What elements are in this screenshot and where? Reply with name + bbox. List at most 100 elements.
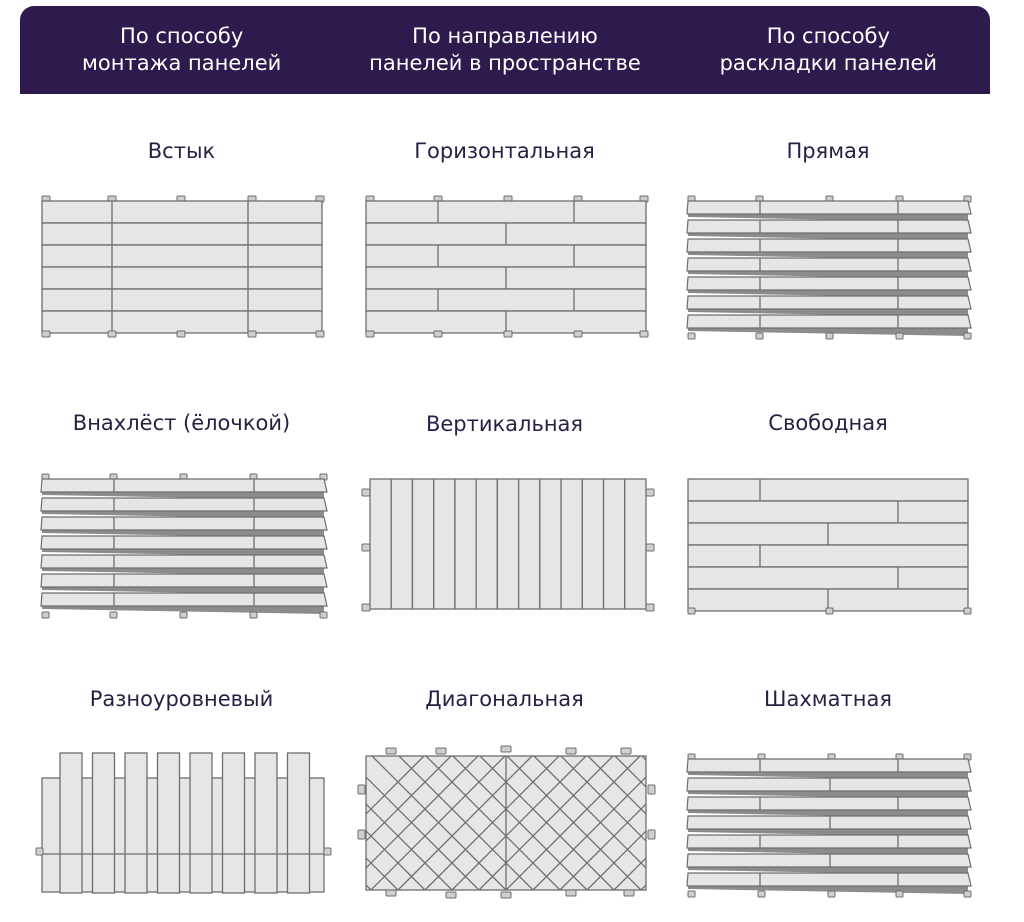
diagonal-joint-right	[366, 756, 452, 842]
diagonal-joint-right	[451, 756, 587, 890]
header-layout-line1: По способу	[766, 24, 890, 48]
front-board	[189, 752, 213, 894]
mounting-clip	[827, 890, 836, 898]
diagonal-joint-left	[425, 756, 561, 890]
panel-board	[40, 478, 328, 493]
panel-board	[686, 834, 972, 849]
panel-board	[687, 566, 969, 590]
overlap-pattern-illustration	[40, 473, 328, 619]
mounting-clip	[357, 784, 366, 795]
free-pattern-illustration	[687, 478, 972, 615]
mounting-clip	[315, 330, 325, 338]
mounting-clip	[963, 332, 972, 340]
panel-board	[41, 288, 323, 312]
pattern-title-straight: Прямая	[786, 139, 870, 163]
panel-board	[40, 516, 328, 531]
mounting-clip	[573, 330, 583, 338]
vertical-board	[560, 478, 583, 610]
panel-board	[686, 314, 972, 329]
mounting-clip	[445, 891, 457, 899]
diagonal-joint-left	[398, 756, 534, 890]
panel-board	[365, 244, 647, 268]
panel-board	[686, 257, 972, 272]
vertical-board	[602, 478, 626, 610]
front-board	[91, 752, 116, 894]
diagonal-joint-left	[366, 776, 480, 890]
mounting-clip	[825, 607, 834, 615]
pattern-cell-vertical: Вертикальная	[343, 0, 666, 922]
front-board	[59, 752, 83, 894]
panel-board	[41, 200, 323, 224]
panel-board	[41, 222, 323, 246]
diagonal-joint-left	[371, 756, 507, 890]
mounting-clip	[825, 332, 834, 340]
mounting-clip	[895, 332, 904, 340]
diagonal-joint-right	[532, 776, 646, 890]
mounting-clip	[639, 330, 649, 338]
panel-board	[40, 535, 328, 550]
vertical-board	[539, 478, 562, 610]
panel-board	[40, 554, 328, 569]
diagonal-joint-right	[505, 756, 641, 890]
header-direction-line2: панелей в пространстве	[369, 51, 641, 75]
pattern-title-overlap: Внахлёст (ёлочкой)	[72, 411, 291, 435]
straight-pattern-illustration	[686, 195, 972, 340]
header-direction: По направлению панелей в пространстве	[343, 23, 666, 77]
mounting-clip	[176, 330, 186, 338]
mounting-clip	[565, 889, 577, 897]
vertical-board	[369, 478, 392, 610]
panel-board	[40, 592, 328, 607]
panel-board	[687, 544, 969, 568]
pattern-title-vertical: Вертикальная	[425, 412, 584, 436]
panel-board	[40, 573, 328, 588]
mounting-clip	[107, 330, 117, 338]
mounting-clip	[41, 330, 51, 338]
pattern-title-butt: Встык	[147, 139, 216, 163]
mounting-clip	[647, 784, 656, 795]
mounting-clip	[620, 747, 632, 755]
diagonal-joint-left	[506, 756, 642, 890]
mounting-clip	[179, 611, 188, 619]
panel-board	[686, 219, 972, 234]
front-board	[254, 752, 278, 894]
diagonal-joint-left	[452, 756, 588, 890]
vertical-board	[624, 478, 647, 610]
mounting-clip	[433, 330, 443, 338]
diagonal-joint-left	[479, 756, 615, 890]
mounting-clip	[365, 330, 375, 338]
header-mounting-method: По способу монтажа панелей	[20, 23, 343, 77]
vertical-board	[390, 478, 414, 610]
diagonal-joint-right	[366, 756, 479, 869]
diagonal-joint-right	[366, 756, 425, 815]
front-board	[124, 752, 148, 894]
panel-board	[686, 777, 972, 792]
vertical-board	[475, 478, 499, 610]
mounting-clip	[963, 607, 972, 615]
panel-board	[686, 295, 972, 310]
panel-board	[686, 853, 972, 868]
mounting-clip	[645, 488, 655, 497]
checkerboard-pattern-illustration	[686, 753, 972, 898]
panel-board	[687, 478, 969, 502]
mounting-clip	[35, 847, 44, 856]
panel-board	[365, 288, 647, 312]
mounting-clip	[687, 607, 696, 615]
pattern-title-free: Свободная	[768, 411, 888, 435]
diagonal-joint-right	[559, 803, 646, 890]
mounting-clip	[565, 747, 577, 755]
mounting-clip	[757, 890, 766, 898]
pattern-cell-straight: Прямая	[666, 0, 990, 922]
header-mounting-line1: По способу	[120, 24, 244, 48]
pattern-title-diagonal: Диагональная	[425, 687, 584, 711]
panel-board	[687, 500, 969, 524]
horizontal-pattern-illustration	[365, 195, 649, 338]
vertical-pattern-illustration	[361, 478, 655, 612]
diagonal-joint-left	[366, 830, 426, 890]
pattern-title-horizontal: Горизонтальная	[414, 139, 595, 163]
mounting-clip	[385, 889, 397, 897]
mounting-clip	[500, 745, 512, 753]
mounting-clip	[623, 889, 635, 897]
header-layout-line2: раскладки панелей	[719, 51, 938, 75]
diagonal-boards	[366, 756, 646, 890]
header-layout-method: По способу раскладки панелей	[667, 23, 990, 77]
